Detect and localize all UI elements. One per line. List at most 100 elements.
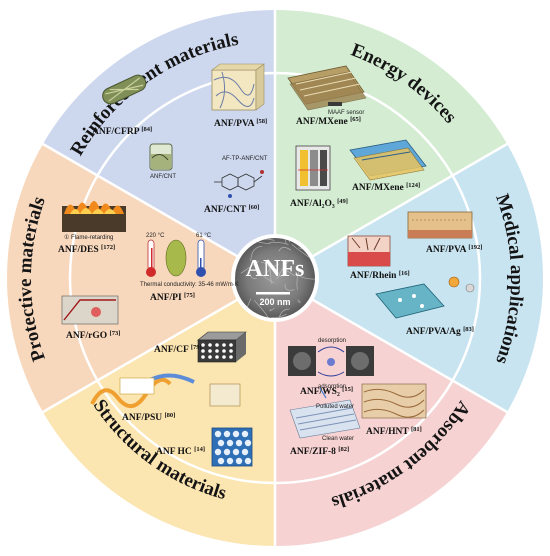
thumb-anf-rhein bbox=[347, 235, 391, 267]
divider-line bbox=[42, 276, 276, 414]
divider-line bbox=[42, 142, 276, 280]
thumb-anf-cfrp bbox=[102, 74, 147, 105]
sem-fiber bbox=[271, 313, 287, 318]
note-temp-hot: 220 °C bbox=[146, 233, 165, 239]
label-anf-pva-rein: ANF/PVA [58] bbox=[214, 118, 267, 129]
label-anf-mxene-1: ANF/MXene [65] bbox=[296, 116, 361, 127]
label-anf-pva-med: ANF/PVA [192] bbox=[426, 244, 482, 255]
sem-fiber bbox=[249, 269, 257, 280]
honeycomb-cell bbox=[217, 439, 225, 447]
label-anf-rhein: ANF/Rhein [16] bbox=[350, 270, 410, 281]
cf-hole bbox=[222, 349, 226, 353]
honeycomb-cell bbox=[244, 439, 252, 447]
cf-hole bbox=[201, 343, 205, 347]
sem-fiber bbox=[276, 259, 291, 280]
scale-bar-label: 200 nm bbox=[259, 297, 290, 307]
thumb-anf-al2o3-battery bbox=[295, 145, 331, 191]
honeycomb-cell bbox=[223, 448, 231, 456]
note-thermal-conductivity: Thermal conductivity: 35-46 mW/m·K bbox=[140, 282, 239, 288]
note-af-tp-anf-cnt: AF-TP-ANF/CNT bbox=[222, 156, 268, 162]
sem-fiber bbox=[284, 284, 295, 291]
sem-fiber bbox=[254, 300, 270, 318]
label-anf-rgo: ANF/rGO [73] bbox=[66, 330, 120, 341]
sem-fiber bbox=[297, 274, 315, 280]
sem-fiber bbox=[278, 308, 290, 318]
cf-hole bbox=[201, 355, 205, 359]
thumb-anf-mxene-film bbox=[349, 139, 427, 181]
thumb-anf-psu bbox=[90, 373, 241, 408]
divider-line bbox=[274, 276, 508, 414]
note-polluted-water: Polluted water bbox=[316, 404, 354, 410]
thumb-anf-ws2 bbox=[288, 346, 374, 377]
sem-fiber bbox=[296, 270, 300, 290]
note-clean-water: Clean water bbox=[322, 436, 354, 442]
label-anf-mxene-2: ANF/MXene [124] bbox=[352, 182, 420, 193]
sem-fiber bbox=[240, 260, 260, 274]
honeycomb-cell bbox=[232, 448, 240, 456]
thumb-anf-pva-medical bbox=[407, 211, 473, 239]
honeycomb-cell bbox=[223, 430, 231, 438]
label-anf-al2o3: ANF/Al₂O₃ [49] bbox=[290, 198, 348, 209]
sem-fiber bbox=[258, 272, 275, 284]
label-anf-pva-ag: ANF/PVA/Ag [83] bbox=[406, 326, 474, 337]
cf-hole bbox=[215, 355, 219, 359]
thumb-anf-hc bbox=[211, 427, 253, 467]
sem-fiber bbox=[297, 299, 301, 303]
sector-medical bbox=[275, 144, 544, 412]
honeycomb-cell bbox=[232, 430, 240, 438]
label-anf-cnt: ANF/CNT [60] bbox=[204, 204, 259, 215]
thumb-anf-hnt bbox=[361, 383, 427, 419]
center-sem-image bbox=[231, 234, 319, 322]
cf-hole bbox=[208, 355, 212, 359]
honeycomb-cell bbox=[214, 448, 222, 456]
honeycomb-cell bbox=[217, 457, 225, 465]
cf-hole bbox=[201, 349, 205, 353]
cf-hole bbox=[208, 349, 212, 353]
honeycomb-cell bbox=[241, 448, 249, 456]
honeycomb-cell bbox=[235, 457, 243, 465]
label-anf-pi: ANF/PI [75] bbox=[150, 292, 195, 303]
thumb-anf-cnt-structure bbox=[214, 170, 264, 198]
sector-dividers bbox=[42, 10, 508, 546]
thumb-anf-cnt-beaker bbox=[149, 143, 173, 171]
label-anf-cfrp: ANF/CFRP [84] bbox=[92, 126, 152, 137]
honeycomb-cell bbox=[244, 457, 252, 465]
thumb-anf-cf bbox=[197, 331, 247, 363]
sem-fiber bbox=[288, 238, 291, 243]
cf-hole bbox=[222, 343, 226, 347]
sem-fiber bbox=[269, 267, 272, 284]
label-anf-des: ANF/DES [172] bbox=[58, 244, 115, 255]
note-desorption: desorption bbox=[318, 338, 346, 344]
label-anf-cf: ANF/CF [79] bbox=[154, 344, 202, 355]
note-adsorption: adsorption bbox=[318, 384, 346, 390]
cf-hole bbox=[229, 355, 233, 359]
label-anf-psu: ANF/PSU [80] bbox=[122, 412, 175, 423]
note-temp-cold: 61 °C bbox=[196, 233, 212, 239]
cf-hole bbox=[208, 343, 212, 347]
sem-fiber bbox=[269, 307, 275, 312]
honeycomb-cell bbox=[214, 430, 222, 438]
sem-fiber bbox=[278, 247, 292, 252]
label-anf-cnt-beaker: ANF/CNT bbox=[150, 174, 176, 180]
sem-fiber bbox=[265, 263, 280, 275]
label-anf-hc: ANF HC [14] bbox=[156, 446, 205, 457]
honeycomb-cell bbox=[226, 439, 234, 447]
honeycomb-cell bbox=[235, 439, 243, 447]
thumb-anf-pi bbox=[146, 239, 206, 277]
label-anf-ws2: ANF/WS₂ [15] bbox=[300, 386, 353, 397]
note-maaf-sensor: MAAF sensor bbox=[328, 110, 364, 116]
thumb-anf-pva-ag bbox=[375, 276, 475, 319]
cf-hole bbox=[222, 355, 226, 359]
thumb-anf-zif8 bbox=[289, 387, 361, 439]
thumb-anf-mxene-sensor bbox=[287, 65, 367, 111]
label-anf-zif8: ANF/ZIF-8 [82] bbox=[290, 446, 349, 457]
cf-hole bbox=[215, 343, 219, 347]
sem-fiber bbox=[250, 245, 263, 261]
sem-fiber bbox=[267, 258, 281, 278]
note-flame-retarding: ① Flame-retarding bbox=[64, 234, 113, 241]
honeycomb-cell bbox=[241, 430, 249, 438]
sem-fiber bbox=[269, 241, 289, 245]
sem-fiber bbox=[265, 238, 275, 241]
